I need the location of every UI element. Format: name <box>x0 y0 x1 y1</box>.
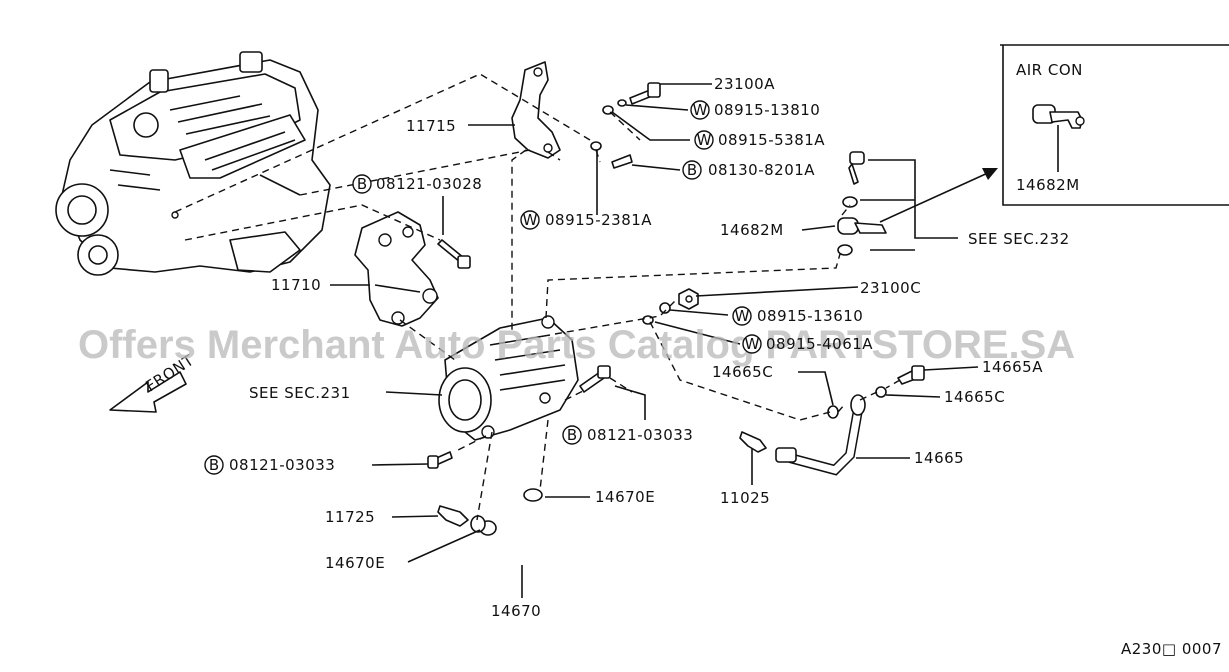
label-14670: 14670 <box>491 602 541 620</box>
bracket-11715 <box>511 61 561 159</box>
leader-lines <box>330 83 979 598</box>
prefix-b-icon: B <box>567 426 577 444</box>
prefix-b-icon: B <box>687 161 697 179</box>
label-11725: 11725 <box>325 508 375 526</box>
label-14682M: 14682M <box>720 221 784 239</box>
prefix-w-icon: W <box>745 335 760 353</box>
inset-box: AIR CON 14682M <box>1000 44 1229 206</box>
prefix-w-icon: W <box>523 211 538 229</box>
prefix-w-icon: W <box>697 131 712 149</box>
label-08130-8201A: 08130-8201A <box>708 161 815 179</box>
fasteners <box>427 82 925 533</box>
engine-block <box>55 51 331 276</box>
label-see-sec-232: SEE SEC.232 <box>968 230 1070 248</box>
label-11715: 11715 <box>406 117 456 135</box>
label-14670E-right: 14670E <box>595 488 655 506</box>
diagram-code: A230□ 0007 <box>1121 640 1222 658</box>
prefix-b-icon: B <box>357 175 367 193</box>
ac-compressor <box>438 315 579 441</box>
inset-sensor <box>1032 104 1085 129</box>
label-23100C: 23100C <box>860 279 921 297</box>
hose-14670 <box>479 488 543 575</box>
watermark-text: Offers Merchant Auto Parts Catalog PARTS… <box>78 323 1075 367</box>
label-11025: 11025 <box>720 489 770 507</box>
label-08121-03028: 08121-03028 <box>376 175 482 193</box>
hose-14665 <box>775 394 866 476</box>
prefix-b-icon: B <box>209 456 219 474</box>
label-08915-5381A: 08915-5381A <box>718 131 825 149</box>
label-08915-13610: 08915-13610 <box>757 307 863 325</box>
label-23100A: 23100A <box>714 75 775 93</box>
inset-part-number: 14682M <box>1016 176 1080 194</box>
label-14665C-upper: 14665C <box>712 363 773 381</box>
label-08121-03033-right: 08121-03033 <box>587 426 693 444</box>
bracket-11710 <box>354 211 439 327</box>
inset-title: AIR CON <box>1016 61 1083 79</box>
label-14665C-lower: 14665C <box>944 388 1005 406</box>
label-08915-4061A: 08915-4061A <box>766 335 873 353</box>
label-see-sec-231: SEE SEC.231 <box>249 384 351 402</box>
label-11710: 11710 <box>271 276 321 294</box>
label-08915-2381A: 08915-2381A <box>545 211 652 229</box>
prefix-w-icon: W <box>693 101 708 119</box>
label-14670E-left: 14670E <box>325 554 385 572</box>
label-14665: 14665 <box>914 449 964 467</box>
label-14665A: 14665A <box>982 358 1043 376</box>
prefix-w-icon: W <box>735 307 750 325</box>
inset-pointer-arrow <box>879 168 998 223</box>
label-08915-13810: 08915-13810 <box>714 101 820 119</box>
label-08121-03033-left: 08121-03033 <box>229 456 335 474</box>
part-labels: 23100A W 08915-13810 W 08915-5381A B 081… <box>204 75 1070 620</box>
dashed-guides <box>174 73 901 521</box>
